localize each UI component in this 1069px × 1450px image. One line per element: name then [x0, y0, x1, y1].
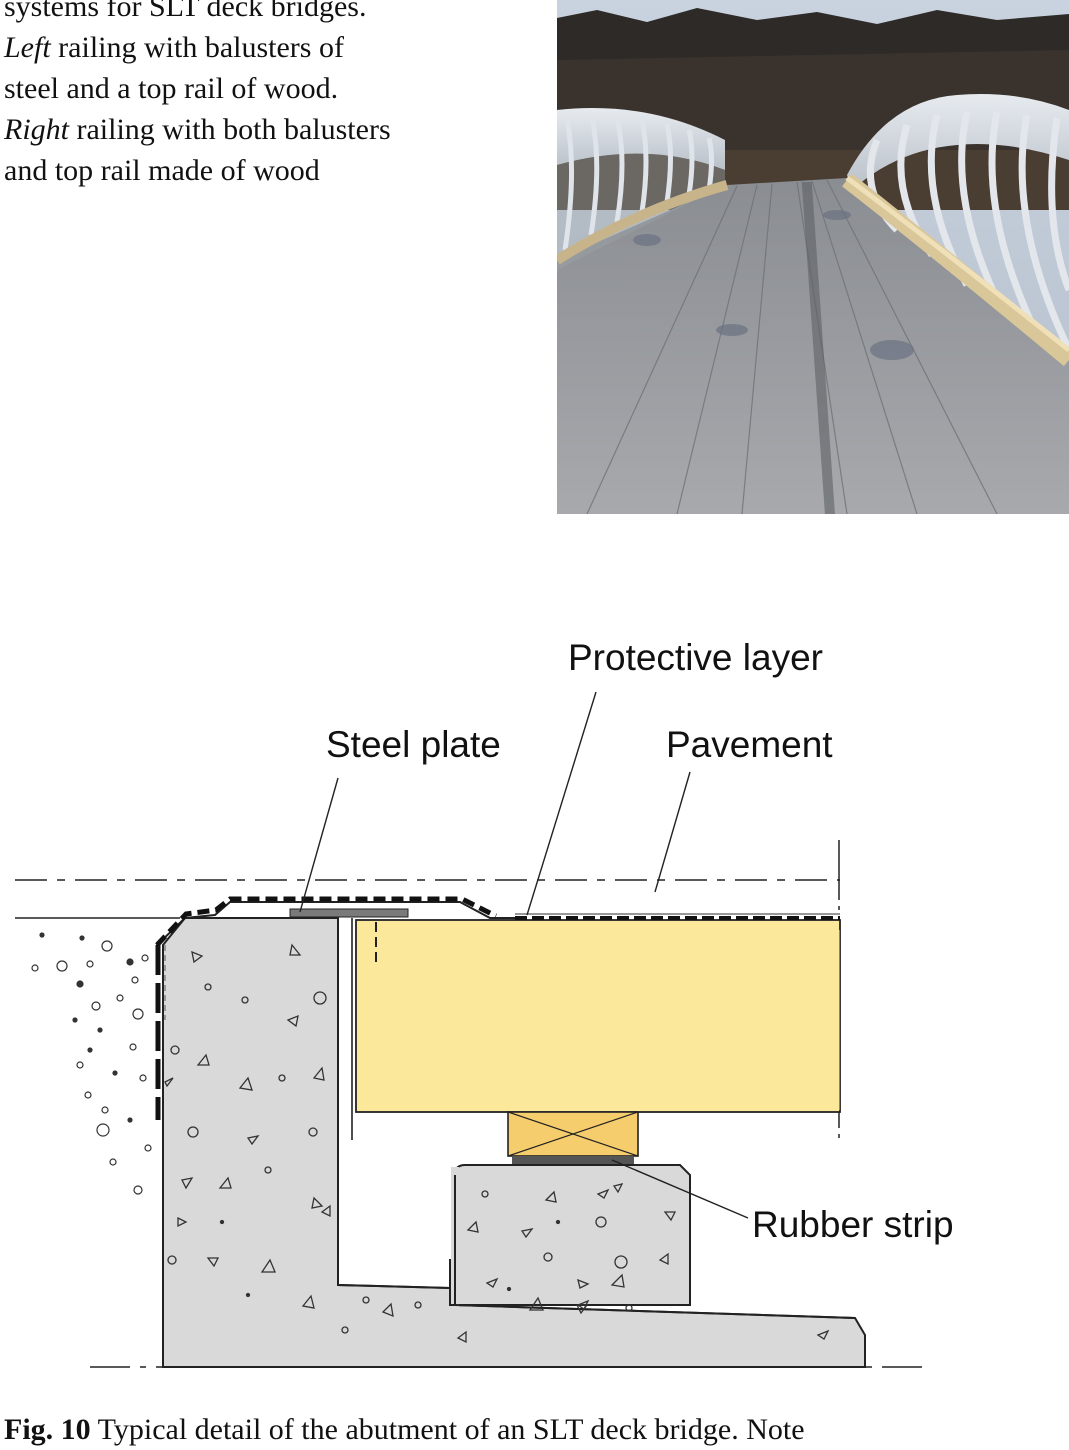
caption-text: Typical detail of the abutment of an SLT…	[90, 1413, 805, 1446]
rubber-strip	[512, 1156, 634, 1164]
figure-caption-bottom: Fig. 10 Typical detail of the abutment o…	[4, 1410, 1004, 1450]
caption-text: railing with balusters of	[50, 31, 344, 64]
caption-text: railing with both balusters	[69, 113, 391, 146]
protective-membrane	[155, 896, 498, 947]
concrete-aggregate	[164, 943, 830, 1344]
label-protective-layer: Protective layer	[568, 637, 823, 678]
abutment-detail-diagram: Protective layer Steel plate Pavement Ru…	[0, 600, 1069, 1380]
leader-rubber-strip	[611, 1159, 749, 1219]
figure-caption-top: systems for SLT deck bridges. Left raili…	[4, 0, 524, 191]
leader-protective-layer	[526, 691, 597, 916]
caption-line: and top rail made of wood	[4, 154, 320, 187]
caption-line: systems for SLT deck bridges.	[4, 0, 367, 23]
bridge-photo-illustration	[557, 0, 1069, 514]
label-rubber-strip: Rubber strip	[752, 1204, 954, 1245]
timber-deck	[355, 919, 841, 1113]
steel-plate	[289, 908, 409, 918]
figure-number: Fig. 10	[4, 1413, 91, 1446]
soil-backfill	[31, 932, 152, 1195]
caption-line: Left railing with balusters of	[4, 27, 524, 68]
caption-italic: Left	[4, 31, 51, 64]
label-steel-plate: Steel plate	[326, 724, 501, 765]
bearing-pedestal	[454, 1164, 691, 1306]
caption-italic: Right	[4, 113, 69, 146]
caption-line: steel and a top rail of wood.	[4, 72, 339, 105]
leader-steel-plate	[299, 777, 339, 913]
leader-pavement	[654, 771, 691, 893]
bridge-photo	[557, 0, 1069, 514]
label-pavement: Pavement	[666, 724, 833, 765]
abutment-detail-svg: Protective layer Steel plate Pavement Ru…	[15, 637, 954, 1368]
caption-line: Right railing with both balusters	[4, 109, 524, 150]
